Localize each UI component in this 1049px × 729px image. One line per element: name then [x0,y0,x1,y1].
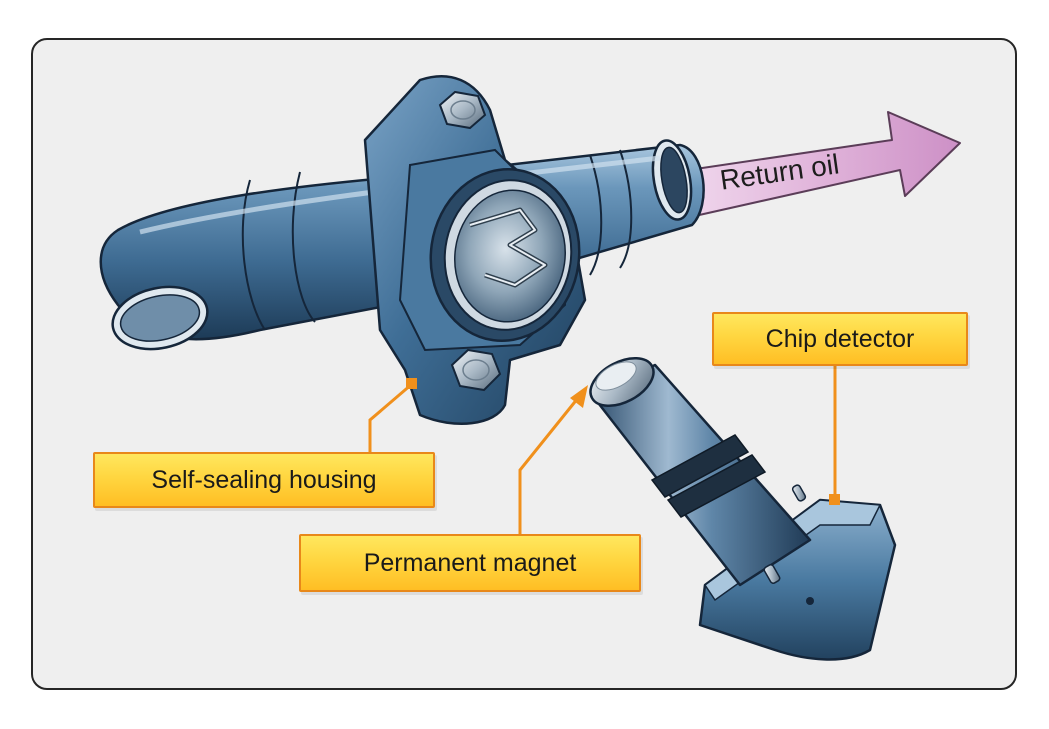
leader-lines [368,365,837,535]
chip-detector-part [589,356,897,661]
housing-pointer-dot [406,378,417,389]
chip-detector-pointer-dot [829,494,840,505]
bottom-bolt [450,348,502,392]
leader-permanent-magnet [518,397,580,535]
chip-detector-label: Chip detector [712,312,968,366]
permanent-magnet-label: Permanent magnet [299,534,641,592]
self-sealing-housing-label: Self-sealing housing [93,452,435,508]
top-bolt [438,90,487,130]
magnet-arrowhead [570,385,588,408]
self-sealing-housing-body [363,75,587,425]
leader-self-sealing-housing [368,382,413,452]
return-oil-arrow [654,111,961,223]
